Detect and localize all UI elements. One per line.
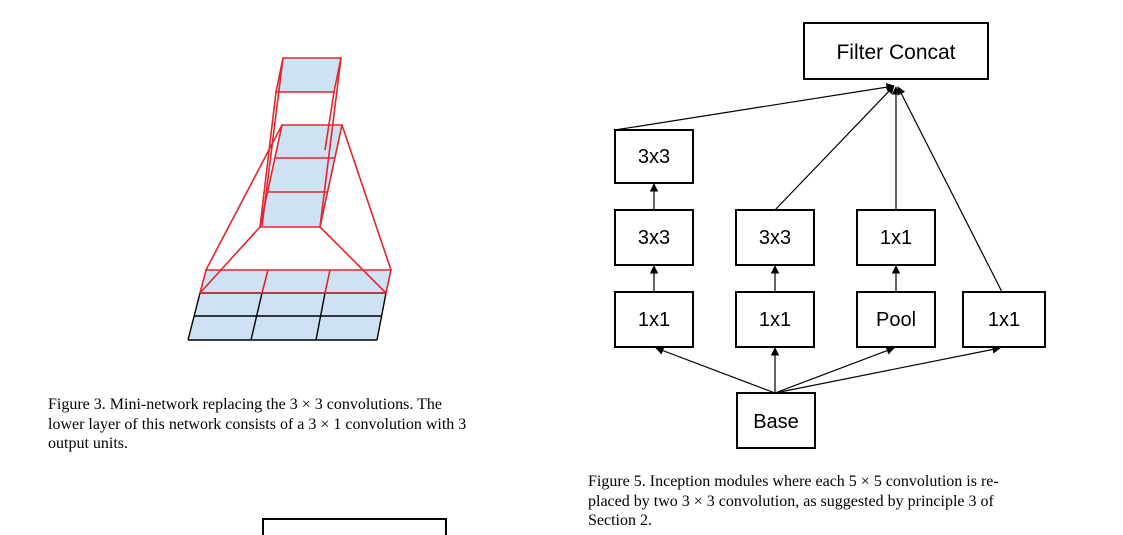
input-grid <box>187 269 392 341</box>
projection-lines <box>199 57 392 294</box>
grid-line-v <box>250 292 263 341</box>
branch1-top-label: 3x3 <box>638 146 670 168</box>
base-node: Base <box>736 392 816 449</box>
caption-line: lower layer of this network consists of … <box>48 415 467 433</box>
caption-line: Figure 3. Mini-network replacing the 3 ×… <box>48 396 442 413</box>
branch2-bottom-node: 1x1 <box>735 291 815 348</box>
next-figure-box-partial <box>262 518 447 535</box>
branch2-mid-node: 3x3 <box>735 209 815 266</box>
highlight-row-divider <box>324 269 331 294</box>
filter-concat-label: Filter Concat <box>836 41 955 64</box>
branch2-bottom-label: 1x1 <box>759 309 791 331</box>
highlight-row-divider <box>261 269 269 294</box>
branch-arrows <box>649 183 901 292</box>
caption-line: Section 2. <box>588 512 652 529</box>
grid-line-v <box>376 292 387 341</box>
branch3-bottom-node: Pool <box>856 291 936 348</box>
branch4-bottom-label: 1x1 <box>988 309 1020 331</box>
figure-3-caption: Figure 3. Mini-network replacing the 3 ×… <box>48 395 543 454</box>
grid-line-v <box>315 292 326 341</box>
branch1-mid-node: 3x3 <box>614 209 694 266</box>
base-label: Base <box>753 411 799 433</box>
figure-5-caption: Figure 5. Inception modules where each 5… <box>588 472 1082 531</box>
branch3-mid-node: 1x1 <box>856 209 936 266</box>
branch3-bottom-label: Pool <box>876 309 916 331</box>
branch3-mid-label: 1x1 <box>880 227 912 249</box>
caption-line: placed by two 3 × 3 convolution, as sugg… <box>588 492 994 510</box>
figure-5-inception-module: Filter Concat 3x3 3x3 3x3 1x1 1x1 1x1 Po… <box>614 22 1046 449</box>
branch1-mid-label: 3x3 <box>638 227 670 249</box>
branch2-mid-label: 3x3 <box>759 227 791 249</box>
input-grid-fill <box>188 270 391 340</box>
base-edges <box>655 345 1001 394</box>
concat-edges <box>614 83 1003 293</box>
figure-3-mini-network <box>187 57 392 341</box>
middle-column-fill <box>260 125 342 227</box>
branch1-bottom-node: 1x1 <box>614 291 694 348</box>
branch1-bottom-label: 1x1 <box>638 309 670 331</box>
caption-line: Figure 5. Inception modules where each 5… <box>588 473 999 490</box>
caption-line: output units. <box>48 435 129 452</box>
branch4-bottom-node: 1x1 <box>962 291 1046 348</box>
branch1-top-node: 3x3 <box>614 129 694 184</box>
filter-concat-node: Filter Concat <box>803 22 989 80</box>
grid-line-v <box>187 292 201 341</box>
